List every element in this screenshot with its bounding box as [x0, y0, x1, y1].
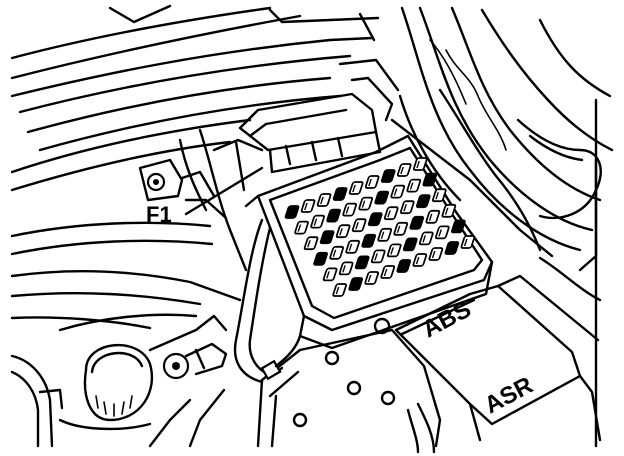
fuse	[284, 205, 300, 219]
f1-label: F1	[146, 202, 172, 227]
fuse-grid	[284, 157, 476, 297]
fuse-blade	[416, 161, 420, 168]
fuse-blade	[463, 239, 468, 246]
connector-block	[238, 58, 400, 174]
bracket-hole	[380, 390, 396, 406]
fuse	[396, 259, 412, 273]
fuse	[319, 230, 335, 245]
fuse-blade	[345, 206, 350, 214]
fuse	[313, 251, 328, 266]
plug-connector	[148, 314, 228, 380]
fuse	[367, 212, 383, 227]
bracket-hole	[373, 317, 391, 335]
fuse-blade	[400, 167, 404, 174]
left-cable-lines	[10, 128, 248, 332]
fuse-blade	[383, 269, 388, 276]
fuse	[348, 277, 364, 291]
fuse-blade	[390, 247, 394, 255]
fuse	[374, 190, 390, 205]
fuse-blade	[326, 271, 330, 279]
body-panel-lines	[10, 4, 380, 192]
fuse	[354, 255, 370, 270]
fuse	[361, 233, 377, 248]
fuse	[326, 208, 341, 223]
fuse-blade	[380, 231, 385, 239]
fuse-blade	[361, 200, 366, 208]
fuse	[451, 219, 466, 234]
fuse-blade	[352, 185, 356, 192]
bracket-hole	[292, 412, 308, 428]
fuse-blade	[374, 253, 378, 261]
fuse-blade	[339, 228, 343, 236]
fuse-blade	[409, 182, 414, 190]
fuse-blade	[444, 207, 449, 215]
fuse-blade	[304, 203, 308, 210]
f1-component	[138, 138, 264, 220]
reservoir-cap	[58, 343, 153, 431]
bracket-hole	[346, 380, 362, 396]
fusebox-housing	[244, 134, 494, 350]
harness-wires	[233, 218, 302, 384]
fuse-blade	[313, 218, 318, 226]
fuse-blade	[348, 243, 353, 251]
mounting-bracket	[256, 317, 442, 454]
fuse-blade	[355, 222, 359, 230]
fuse-blade	[435, 192, 439, 200]
fuse-blade	[367, 275, 372, 282]
fuse-blade	[396, 225, 401, 233]
fuse-blade	[428, 213, 433, 221]
fuse-blade	[415, 257, 420, 264]
fuse	[409, 215, 425, 230]
fuse-blade	[438, 229, 443, 237]
fuse-blade	[297, 224, 302, 232]
bracket-hole	[324, 350, 340, 366]
f1-leader-line	[184, 166, 264, 216]
fuse	[380, 169, 396, 183]
fuse	[415, 194, 431, 209]
fuse-blade	[307, 240, 311, 248]
fuse	[422, 172, 438, 187]
fuse-blade	[320, 197, 324, 204]
fuse	[402, 237, 418, 252]
fuse-blade	[368, 179, 372, 186]
fuse-blade	[403, 204, 407, 212]
abs-asr-module	[394, 274, 602, 442]
bottom-left-structure	[10, 354, 226, 448]
fuse-blade	[422, 235, 426, 243]
fuse-blade	[387, 210, 391, 218]
fuse-blade	[332, 249, 337, 257]
fuse-blade	[393, 188, 398, 196]
fuse	[444, 241, 460, 255]
fuse-blade	[342, 265, 346, 273]
fuse	[332, 187, 348, 201]
fuse-blade	[431, 251, 436, 258]
fuse-blade	[335, 287, 340, 294]
